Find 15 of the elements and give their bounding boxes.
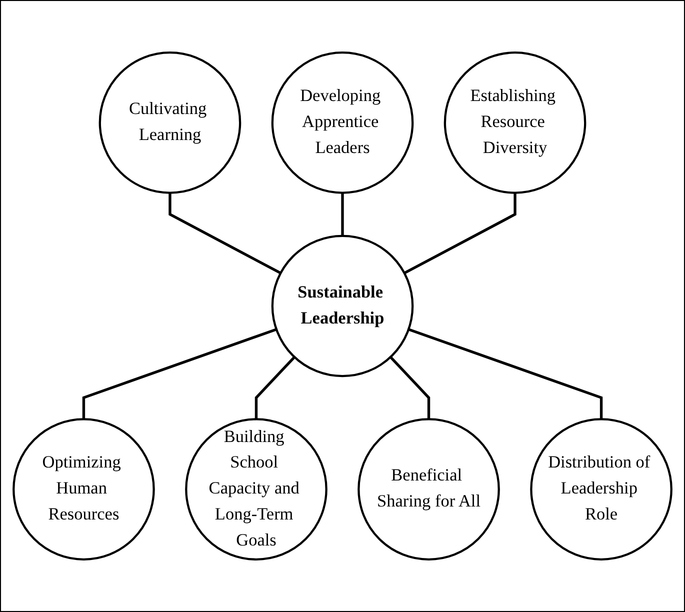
node-circle: Cultivating Learning xyxy=(98,52,242,194)
connector xyxy=(390,356,430,420)
node-circle: Sustainable Leadership xyxy=(271,234,414,378)
connector xyxy=(404,192,516,274)
connector xyxy=(408,328,603,420)
connector xyxy=(341,192,344,236)
node-circle: Optimizing Human Resources xyxy=(12,418,155,560)
node-circle: Establishing Resource Diversity xyxy=(444,52,586,194)
connector xyxy=(82,328,277,420)
node-circle: Building School Capacity and Long-Term Goals xyxy=(185,418,328,560)
node-circle: Distribution of Leadership Role xyxy=(530,418,672,560)
connector xyxy=(168,192,282,274)
connector xyxy=(254,356,296,420)
node-circle: Beneficial Sharing for All xyxy=(358,418,500,560)
node-circle: Developing Apprentice Leaders xyxy=(271,52,414,194)
